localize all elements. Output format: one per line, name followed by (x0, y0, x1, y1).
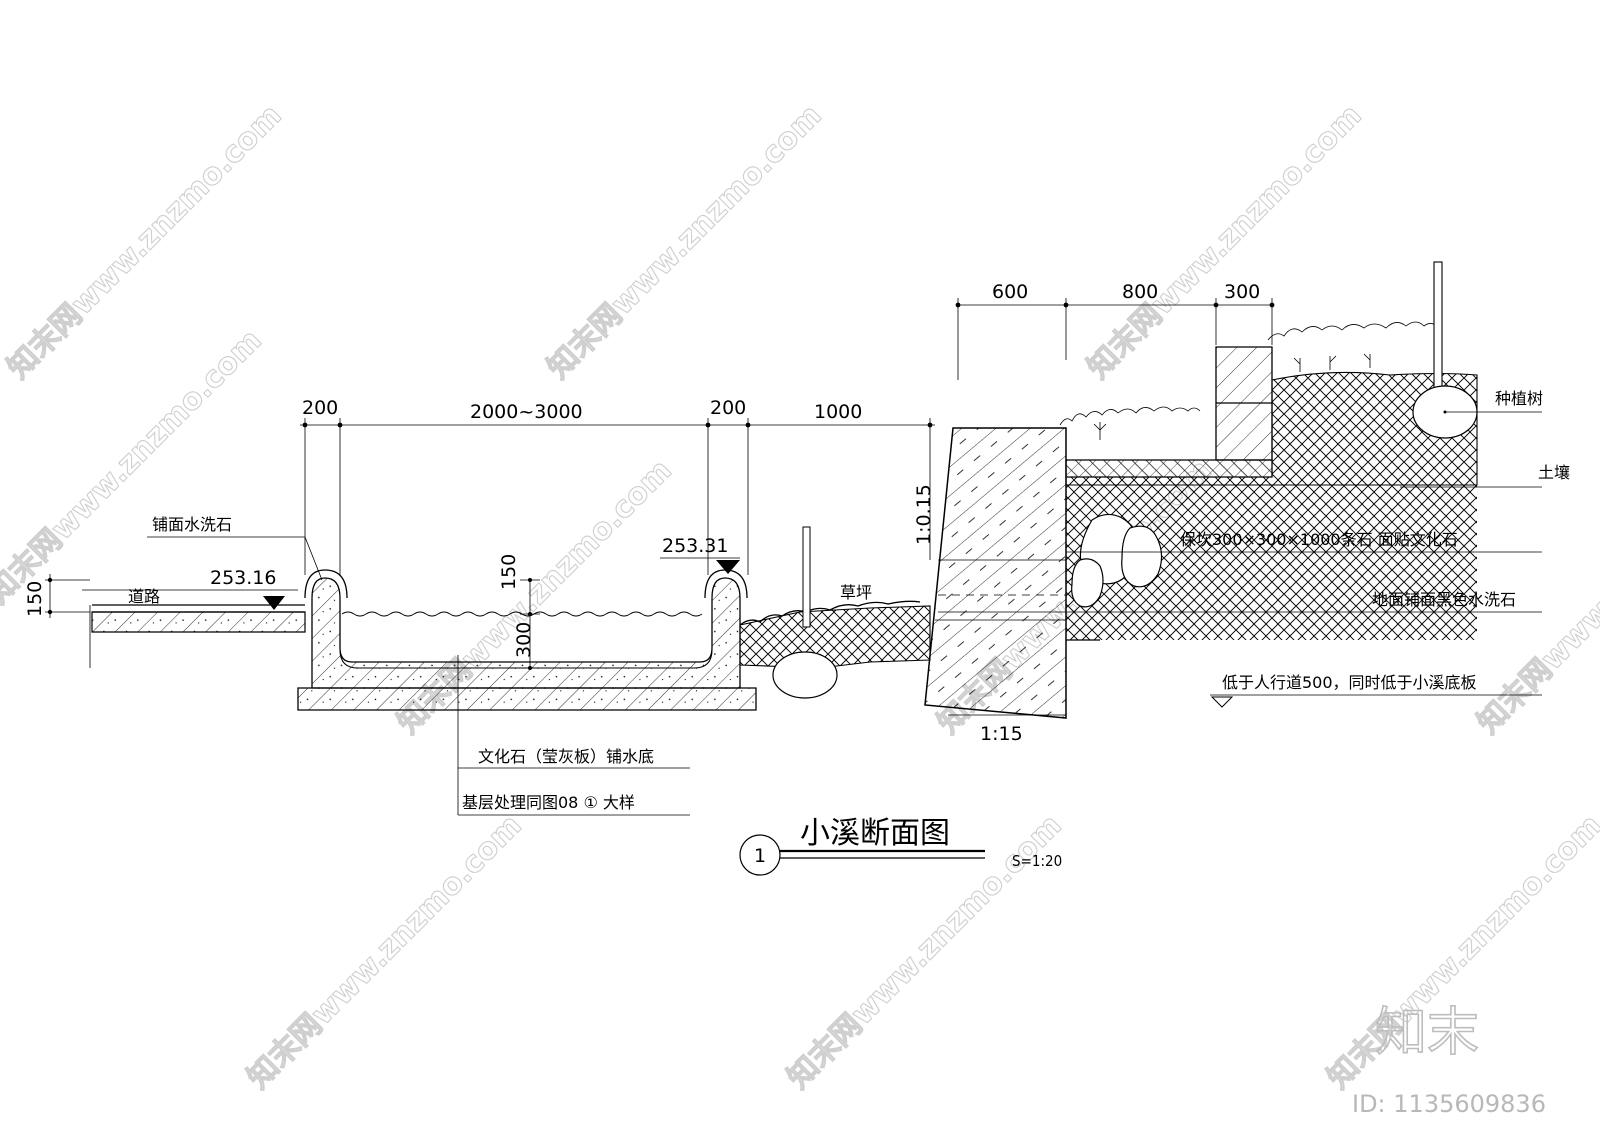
top-dimensions-left: 200 2000~3000 200 1000 (300, 397, 935, 575)
stream-channel: 150 300 253.31 文化石（莹灰板）铺水底 基层处理同图08 ① 大样 (297, 535, 757, 816)
label-lawn: 草坪 (840, 583, 872, 602)
brand-logo: 知末 (1375, 1003, 1479, 1063)
label-paving: 铺面水洗石 (152, 515, 232, 534)
watermark-text: 知末网www.znzmo.com (241, 808, 529, 1096)
dim-300-top: 300 (1224, 281, 1260, 303)
slope-wall-face: 1:0.15 (913, 484, 935, 545)
road-section: 150 道路 铺面水洗石 253.16 (24, 515, 323, 668)
label-bottom-stone: 文化石（莹灰板）铺水底 (478, 747, 654, 766)
label-below-walk: 低于人行道500，同时低于小溪底板 (1222, 673, 1477, 692)
retaining-wall: 1:0.15 1:15 (913, 427, 1067, 745)
elevation-road: 253.16 (210, 567, 276, 589)
drawing-scale: S=1:20 (1012, 852, 1062, 870)
drawing-title-block: 1 小溪断面图 S=1:20 (739, 816, 1062, 876)
image-id: ID: 1135609836 (1352, 1090, 1546, 1118)
dim-200-left: 200 (302, 397, 338, 419)
dim-1000: 1000 (814, 401, 862, 423)
dim-200-right: 200 (710, 397, 746, 419)
right-labels: 保坎300×300×1000条石 面贴文化石 地面铺面黑色水洗石 低于人行道50… (938, 530, 1542, 708)
label-base-treatment: 基层处理同图08 ① 大样 (462, 793, 635, 812)
planting-bank: 种植树 土壤 600 800 300 (955, 261, 1570, 641)
drawing-index: 1 (754, 845, 766, 867)
dim-150-stream: 150 (498, 554, 520, 590)
dim-600: 600 (992, 281, 1028, 303)
elevation-bank: 253.31 (662, 535, 728, 557)
label-retaining: 保坎300×300×1000条石 面贴文化石 (1180, 530, 1458, 549)
drawing-title: 小溪断面图 (800, 816, 950, 851)
label-ground-paving: 地面铺面黑色水洗石 (1372, 590, 1516, 609)
lawn-section: 草坪 (739, 526, 931, 699)
slope-wall-base: 1:15 (980, 723, 1023, 745)
label-tree: 种植树 (1495, 389, 1543, 408)
watermark-text: 知末网www.znzmo.com (1081, 98, 1369, 386)
watermark-text: 知末网www.znzmo.com (541, 98, 829, 386)
dim-150-left: 150 (24, 581, 46, 617)
dim-300-stream: 300 (513, 622, 535, 658)
label-soil: 土壤 (1538, 463, 1570, 482)
label-road: 道路 (128, 587, 160, 606)
dim-800: 800 (1122, 281, 1158, 303)
dim-2000-3000: 2000~3000 (470, 401, 583, 423)
